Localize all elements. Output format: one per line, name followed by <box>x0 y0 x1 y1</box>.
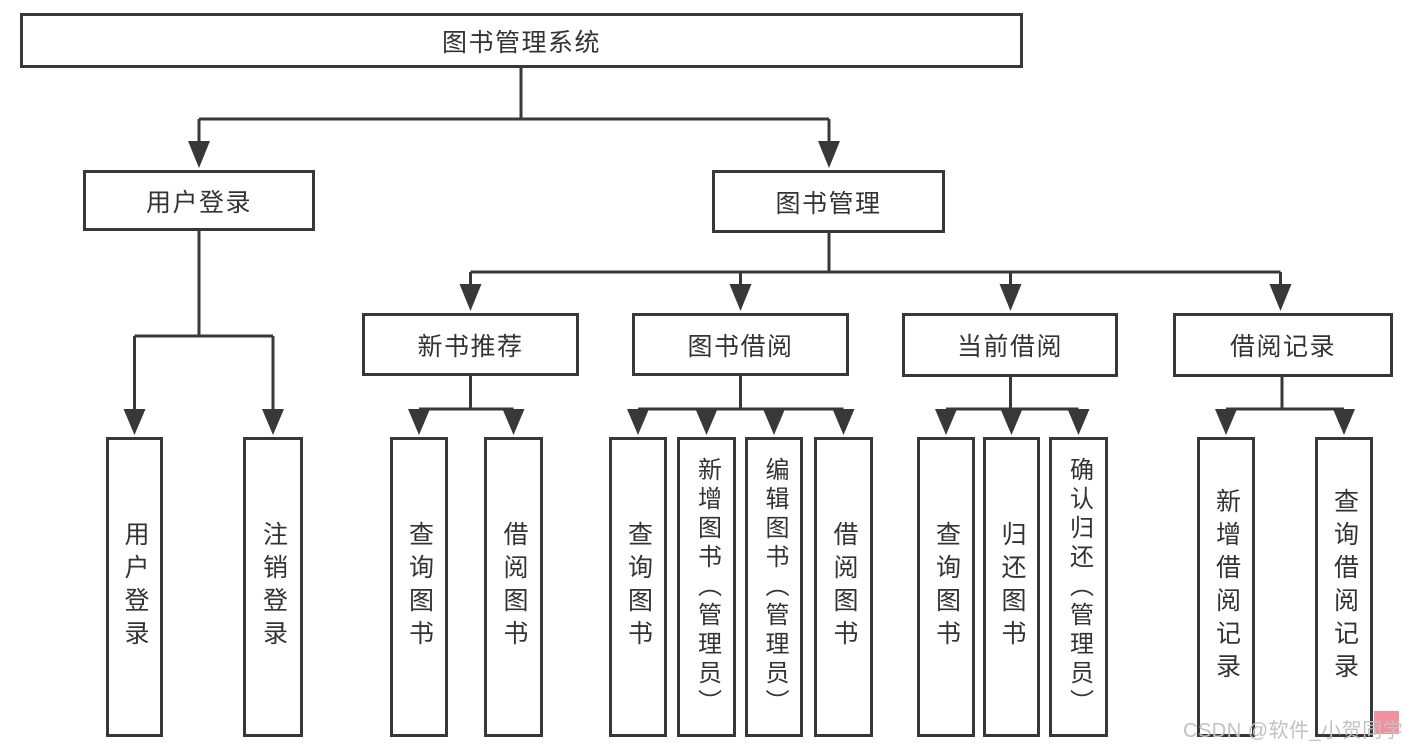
leaf-query-borrow-record-label: 查询借阅记录 <box>1330 488 1359 686</box>
node-user-login: 用户登录 <box>83 170 315 231</box>
leaf-query-books-recommend-label: 查询图书 <box>405 521 434 653</box>
leaf-add-borrow-record: 新增借阅记录 <box>1197 437 1255 737</box>
node-new-book-recommend: 新书推荐 <box>362 313 579 376</box>
leaf-edit-book-admin: 编辑图书（管理员） <box>745 437 803 737</box>
watermark: CSDN @软件_小贺同学 <box>1183 720 1404 742</box>
node-book-management: 图书管理 <box>712 170 945 233</box>
leaf-borrow-books: 借阅图书 <box>814 437 873 737</box>
leaf-query-books-current-label: 查询图书 <box>932 521 961 653</box>
watermark-accent-square <box>1374 711 1399 734</box>
arrowheads <box>123 141 1355 435</box>
node-current-borrow: 当前借阅 <box>902 313 1118 377</box>
leaf-borrow-books-recommend-label: 借阅图书 <box>500 521 528 653</box>
leaf-edit-book-admin-label: 编辑图书（管理员） <box>761 456 788 718</box>
connector-root-to-level2 <box>197 68 831 144</box>
leaf-add-book-admin-label: 新增图书（管理员） <box>693 456 721 718</box>
leaf-query-books-borrow-label: 查询图书 <box>624 521 653 653</box>
leaf-query-books-borrow: 查询图书 <box>609 437 667 737</box>
leaf-user-login-label: 用户登录 <box>121 521 149 653</box>
connector-bookmgmt-to-level3 <box>469 233 1282 287</box>
connector-groups-to-leaves <box>417 376 1346 413</box>
leaf-logout-label: 注销登录 <box>259 521 288 653</box>
leaf-return-books: 归还图书 <box>983 437 1040 737</box>
node-root: 图书管理系统 <box>20 13 1023 68</box>
node-borrow-records: 借阅记录 <box>1173 313 1393 377</box>
leaf-query-borrow-record: 查询借阅记录 <box>1315 437 1373 737</box>
leaf-return-books-label: 归还图书 <box>998 521 1026 653</box>
leaf-confirm-return-admin: 确认归还（管理员） <box>1049 437 1108 737</box>
leaf-add-borrow-record-label: 新增借阅记录 <box>1212 488 1241 686</box>
leaf-borrow-books-recommend: 借阅图书 <box>484 437 543 737</box>
leaf-add-book-admin: 新增图书（管理员） <box>677 437 736 737</box>
connector-userlogin-to-leaves <box>133 231 275 412</box>
leaf-confirm-return-admin-label: 确认归还（管理员） <box>1065 456 1093 718</box>
leaf-user-login: 用户登录 <box>106 437 163 737</box>
node-book-borrow: 图书借阅 <box>632 313 849 376</box>
leaf-query-books-recommend: 查询图书 <box>390 437 448 737</box>
leaf-borrow-books-label: 借阅图书 <box>830 521 858 653</box>
leaf-query-books-current: 查询图书 <box>917 437 975 737</box>
leaf-logout: 注销登录 <box>243 437 303 737</box>
